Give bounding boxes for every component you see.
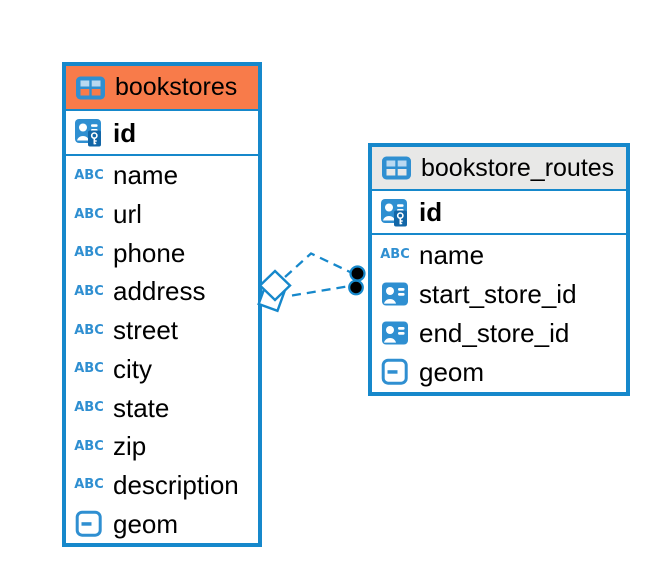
- primary-key-section: id: [66, 111, 258, 156]
- table-header[interactable]: bookstore_routes: [372, 147, 626, 191]
- one-end-dot-marker-upper[interactable]: [349, 265, 366, 282]
- many-end-diamond-marker[interactable]: [257, 269, 292, 313]
- text-abc-icon: ABC: [380, 247, 410, 263]
- text-abc-icon: ABC: [74, 361, 104, 377]
- column-row-street[interactable]: ABC street: [66, 311, 258, 350]
- column-name: id: [113, 117, 137, 148]
- table-header[interactable]: bookstores: [66, 66, 258, 111]
- column-row-id[interactable]: id: [66, 111, 258, 154]
- column-row-url[interactable]: ABC url: [66, 195, 258, 234]
- column-row-address[interactable]: ABC address: [66, 272, 258, 311]
- column-row-phone[interactable]: ABC phone: [66, 233, 258, 272]
- text-abc-icon: ABC: [74, 245, 104, 261]
- column-name: geom: [419, 357, 485, 388]
- foreign-key-icon: [379, 281, 411, 307]
- column-row-geom[interactable]: geom: [372, 353, 626, 392]
- column-row-state[interactable]: ABC state: [66, 388, 258, 427]
- column-name: id: [419, 197, 443, 227]
- column-name: end_store_id: [419, 318, 570, 349]
- text-abc-icon: ABC: [74, 477, 104, 493]
- entity-table-bookstore-routes[interactable]: bookstore_routes id ABC name start_store_i…: [368, 143, 630, 396]
- text-abc-icon: ABC: [74, 438, 104, 454]
- column-row-name[interactable]: ABC name: [66, 156, 258, 195]
- text-abc-icon: ABC: [74, 400, 104, 416]
- primary-key-icon: [379, 198, 411, 227]
- table-title: bookstores: [115, 73, 238, 101]
- geometry-icon: [73, 510, 105, 538]
- column-name: start_store_id: [419, 278, 577, 309]
- table-icon: [381, 155, 412, 181]
- column-name: city: [113, 353, 152, 384]
- column-row-zip[interactable]: ABC zip: [66, 427, 258, 466]
- relationship-line-upper[interactable]: [284, 252, 351, 278]
- column-row-description[interactable]: ABC description: [66, 466, 258, 505]
- column-row-start_store_id[interactable]: start_store_id: [372, 274, 626, 313]
- column-name: description: [113, 469, 239, 500]
- text-abc-icon: ABC: [74, 322, 104, 338]
- relationship-line-lower[interactable]: [291, 284, 351, 297]
- table-icon: [75, 75, 106, 101]
- column-name: phone: [113, 237, 186, 268]
- text-abc-icon: ABC: [74, 167, 104, 183]
- column-name: name: [419, 239, 485, 270]
- primary-key-section: id: [372, 191, 626, 235]
- column-name: zip: [113, 431, 147, 462]
- column-name: address: [113, 276, 206, 307]
- text-abc-icon: ABC: [74, 283, 104, 299]
- column-row-geom[interactable]: geom: [66, 504, 258, 543]
- text-abc-icon: ABC: [74, 206, 104, 222]
- table-title: bookstore_routes: [421, 153, 615, 182]
- column-row-name[interactable]: ABC name: [372, 235, 626, 274]
- column-row-end_store_id[interactable]: end_store_id: [372, 314, 626, 353]
- column-name: state: [113, 392, 170, 423]
- column-name: geom: [113, 508, 179, 539]
- column-name: name: [113, 160, 179, 191]
- column-row-city[interactable]: ABC city: [66, 350, 258, 389]
- primary-key-icon: [73, 118, 105, 147]
- geometry-icon: [379, 358, 411, 386]
- foreign-key-icon: [379, 320, 411, 346]
- column-row-id[interactable]: id: [372, 191, 626, 233]
- column-name: street: [113, 315, 179, 346]
- one-end-dot-marker-lower[interactable]: [348, 279, 364, 296]
- column-name: url: [113, 199, 142, 230]
